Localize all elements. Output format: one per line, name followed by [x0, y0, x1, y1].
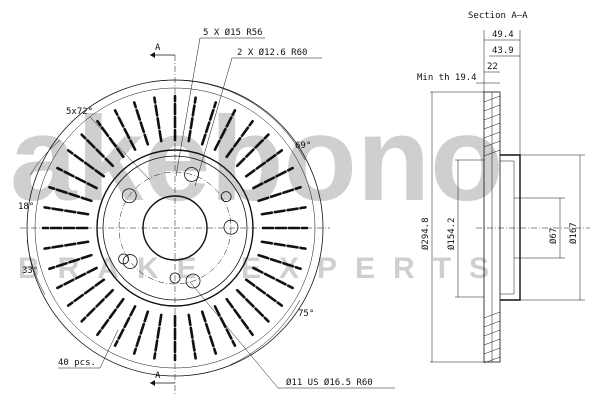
- dim-43-9-label: 43.9: [492, 46, 514, 56]
- cooling-vane: [260, 240, 307, 250]
- auxiliary-hole: [118, 253, 129, 265]
- leader-pattern-angle: [89, 116, 151, 181]
- cooling-vane: [153, 96, 163, 143]
- cooling-vane: [244, 149, 284, 178]
- cooling-vane: [48, 253, 93, 271]
- leader-bolt-holes: [175, 37, 201, 177]
- front-view: A A 5 X Ø15 R56 2 X Ø12.6 R60 5x72° 69° …: [18, 27, 395, 395]
- cooling-vane: [113, 109, 137, 151]
- dim-22-label: 22: [487, 62, 498, 72]
- cooling-vane: [213, 305, 237, 347]
- angle-33-label: 33°: [22, 266, 38, 276]
- vanes-count-label: 40 pcs.: [58, 358, 96, 368]
- cooling-vane: [225, 119, 254, 159]
- center-holes-label: Ø11 US Ø16.5 R60: [286, 377, 373, 388]
- cooling-vane: [187, 313, 197, 360]
- hatch-line: [483, 311, 501, 319]
- cooling-vane: [96, 119, 125, 159]
- cooling-vane: [200, 101, 218, 146]
- section-view: Section A–A 49.4 43.9 22 Min th 19.4 Ø29…: [417, 11, 590, 364]
- cooling-vane: [56, 166, 98, 190]
- cooling-vane: [252, 266, 294, 290]
- cooling-vane: [113, 305, 137, 347]
- cooling-vane: [132, 310, 150, 355]
- hat-inner-wall: [500, 160, 515, 295]
- cooling-vane: [200, 310, 218, 355]
- dia-67-label: Ø67: [548, 228, 559, 244]
- arc-18: [29, 139, 61, 176]
- dia-167-label: Ø167: [568, 222, 579, 244]
- hatch-line: [483, 347, 501, 355]
- dim-49-4-label: 49.4: [492, 30, 514, 40]
- hat-section: [500, 154, 521, 301]
- auxiliary-hole: [220, 191, 232, 203]
- arc-75: [229, 299, 301, 366]
- section-hatching: [483, 95, 501, 364]
- hatch-line: [483, 149, 501, 157]
- hatch-line: [483, 320, 501, 328]
- cooling-vane: [80, 288, 115, 323]
- cooling-vane: [225, 297, 254, 337]
- cooling-vane: [96, 297, 125, 337]
- hatch-line: [483, 122, 501, 130]
- angle-18-label: 18°: [18, 202, 34, 212]
- cooling-vane: [260, 206, 307, 216]
- hatch-line: [483, 104, 501, 112]
- arc-33: [26, 239, 46, 296]
- section-mark-top: A: [155, 43, 161, 53]
- bolt-hole: [122, 254, 138, 269]
- hatch-line: [483, 329, 501, 337]
- cooling-vane: [66, 278, 106, 307]
- dia-294-8-label: Ø294.8: [420, 217, 431, 250]
- cooling-vane: [235, 288, 270, 323]
- cooling-vane: [80, 133, 115, 168]
- cooling-vane: [257, 185, 302, 203]
- hatch-line: [483, 113, 501, 121]
- cooling-vane: [43, 240, 90, 250]
- hatch-line: [483, 131, 501, 139]
- cooling-vane: [153, 313, 163, 360]
- cooling-vane: [43, 206, 90, 216]
- cooling-vane: [187, 96, 197, 143]
- cooling-vane: [244, 278, 284, 307]
- arc-69: [149, 79, 306, 161]
- cooling-vane: [56, 266, 98, 290]
- hatch-line: [483, 338, 501, 346]
- cooling-vane: [66, 149, 106, 178]
- leader-vanes: [99, 329, 119, 369]
- leader-threaded-holes: [194, 57, 233, 187]
- min-thickness-label: Min th 19.4: [417, 73, 477, 83]
- section-title: Section A–A: [468, 11, 528, 21]
- cooling-vane: [132, 101, 150, 146]
- angle-75-label: 75°: [298, 309, 314, 319]
- cooling-vane: [213, 109, 237, 151]
- leader-center-holes: [189, 281, 279, 389]
- hatch-line: [483, 356, 501, 364]
- bolt-hole: [223, 219, 239, 235]
- cooling-vane: [235, 133, 270, 168]
- section-mark-bottom: A: [155, 371, 161, 381]
- hatch-line: [483, 95, 501, 103]
- bolt-hole: [121, 188, 137, 204]
- cooling-vane: [48, 185, 93, 203]
- section-arrow-top-head: [150, 52, 155, 58]
- bolt-holes-label: 5 X Ø15 R56: [203, 27, 263, 38]
- bolt-hole: [185, 273, 201, 289]
- angle-69-label: 69°: [295, 141, 311, 151]
- threaded-holes-label: 2 X Ø12.6 R60: [237, 47, 307, 58]
- cooling-vane: [257, 253, 302, 271]
- dia-154-2-label: Ø154.2: [446, 217, 457, 250]
- section-arrow-bottom-head: [150, 380, 155, 386]
- hatch-line: [483, 140, 501, 148]
- cooling-vane: [252, 166, 294, 190]
- pattern-angle-label: 5x72°: [66, 107, 93, 117]
